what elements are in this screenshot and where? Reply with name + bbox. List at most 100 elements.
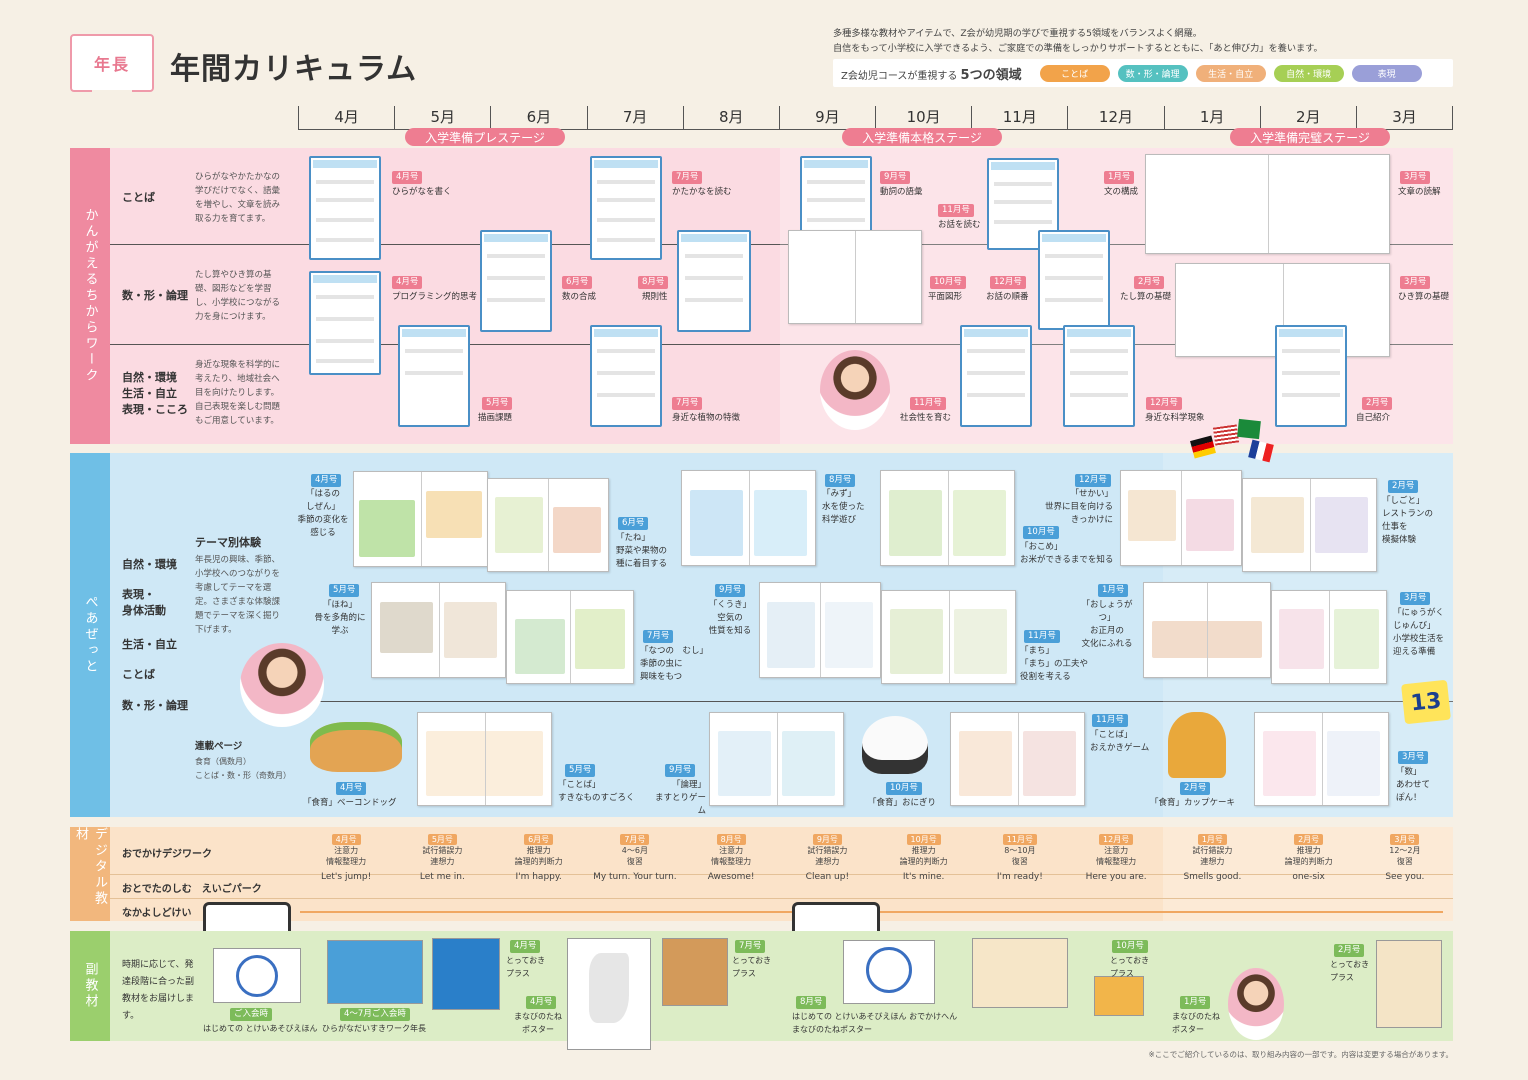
item-tag: 8月号 — [825, 474, 856, 487]
onigiri-photo — [862, 716, 928, 774]
subject-kotoba: ことば — [122, 668, 155, 681]
item-tag: 11月号 — [938, 204, 974, 217]
english-phrase: one-six — [1292, 872, 1325, 882]
subject-math: 数・形・論理 — [122, 699, 188, 712]
english-phrase: Let me in. — [419, 872, 465, 882]
digiwork-skill: 8～10月 復習 — [1004, 846, 1036, 866]
english-phrase: It's mine. — [902, 872, 945, 882]
item-tag: 4月号 — [526, 996, 557, 1009]
digiwork-cell: 5月号試行錯誤力 連想力 — [394, 834, 490, 867]
digiwork-month: 6月号 — [524, 834, 554, 845]
item-caption: お話の順番 — [986, 292, 1029, 302]
peazetto-spread — [709, 712, 844, 806]
digiwork-month: 1月号 — [1197, 834, 1227, 845]
item-caption: 自己紹介 — [1356, 413, 1391, 423]
item-caption: 「数」 あわせて ぽん！ — [1396, 767, 1431, 803]
item-caption: ひらがなだいすきワーク年長 — [322, 1024, 426, 1033]
digiwork-cell: 8月号注意力 情報整理力 — [683, 834, 779, 867]
digiwork-month: 11月号 — [1002, 834, 1037, 845]
item-caption: 「食育」ベーコンドッグ — [303, 798, 397, 808]
digiwork-skill: 注意力 情報整理力 — [1096, 846, 1137, 866]
digiwork-skill: 試行錯誤力 連想力 — [422, 846, 463, 866]
digiwork-month: 10月号 — [906, 834, 941, 845]
item-tag: 2月号 — [1180, 782, 1211, 795]
digiwork-month: 12月号 — [1099, 834, 1134, 845]
peazetto-spread — [681, 470, 816, 566]
bacon-dog-photo — [310, 722, 402, 772]
workbook-page — [677, 230, 751, 332]
flags-icon — [1190, 418, 1276, 470]
item-caption: 「まち」 「まち」の工夫や 役割を考える — [1020, 646, 1089, 682]
five-areas-legend: Z会幼児コースが重視する 5つの領域 ことば 数・形・論理 生活・自立 自然・環… — [833, 59, 1453, 87]
digiwork-month: 8月号 — [716, 834, 746, 845]
item-tag: 7月号 — [672, 397, 703, 410]
item-caption: とっておき プラス — [732, 956, 772, 978]
item-caption: 社会性を育む — [900, 413, 952, 423]
theme-desc: 年長児の興味、季節、小学校へのつながりを考慮してテーマを選定。さまざまな体験課題… — [195, 555, 281, 635]
row-desc-kotoba: ひらがなやかたかなの学びだけでなく、語彙を増やし、文章を読み取る力を育てます。 — [195, 172, 281, 224]
digiwork-cell: 6月号推理力 論理的判断力 — [491, 834, 587, 867]
workbook-page — [1063, 325, 1135, 427]
peazetto-spread — [1254, 712, 1389, 806]
item-tag: 11月号 — [910, 397, 946, 410]
item-tag: 10月号 — [1112, 940, 1148, 953]
item-tag: 7月号 — [672, 171, 703, 184]
child-studying-photo — [820, 350, 890, 430]
digital-row3-title: なかよしどけい — [122, 908, 192, 919]
item-caption: まなびのたね ポスター — [514, 1012, 562, 1034]
workbook-page — [480, 230, 552, 332]
intro-line-2: 自信をもって小学校に入学できるよう、ご家庭での準備をしっかりサポートするとともに… — [833, 43, 1323, 54]
item-caption: 「しごと」 レストランの 仕事を 模擬体験 — [1382, 496, 1434, 545]
digiwork-skill: 推理力 論理的判断力 — [899, 846, 948, 866]
book-image — [1094, 976, 1144, 1016]
digiwork-cell: 9月号試行錯誤力 連想力 — [779, 834, 875, 867]
english-phrase: Awesome! — [707, 872, 755, 882]
workbook-page — [590, 325, 662, 427]
english-phrase: I'm ready! — [996, 872, 1043, 882]
item-caption: 身近な植物の特徴 — [672, 413, 741, 423]
item-tag: 5月号 — [482, 397, 513, 410]
workbook-spread — [788, 230, 922, 324]
item-caption: 「ほね」 骨を多角的に 学ぶ — [314, 600, 366, 636]
workbook-page — [590, 156, 662, 260]
item-caption: 文の構成 — [1104, 187, 1139, 197]
item-tag: 10月号 — [1023, 526, 1059, 539]
peazetto-spread — [487, 478, 609, 572]
digiwork-skill: 推理力 論理的判断力 — [514, 846, 563, 866]
digiwork-skill: 注意力 情報整理力 — [326, 846, 367, 866]
digiwork-cell: 2月号推理力 論理的判断力 — [1261, 834, 1357, 867]
month-jul: 7月 — [586, 106, 683, 129]
book-image — [327, 940, 423, 1004]
peazetto-spread — [417, 712, 552, 806]
footnote: ※ここでご紹介しているのは、取り組み内容の一部です。内容は変更する場合があります… — [1148, 1050, 1453, 1059]
area-chip-nature: 自然・環境 — [1273, 64, 1344, 82]
item-caption: 「おこめ」 お米ができるまでを知る — [1020, 542, 1114, 565]
theme-title: テーマ別体験 — [195, 536, 261, 549]
digiwork-skill: 12～2月 復習 — [1389, 846, 1421, 866]
month-dec: 12月 — [1067, 106, 1163, 129]
book-image — [662, 938, 728, 1006]
item-caption: お話を読む — [938, 220, 981, 230]
item-tag: 1月号 — [1098, 584, 1129, 597]
row-divider — [110, 344, 1453, 345]
book-image — [213, 948, 301, 1003]
item-tag: 3月号 — [1398, 751, 1429, 764]
item-tag: 12月号 — [990, 276, 1026, 289]
item-tag: 9月号 — [715, 584, 746, 597]
item-caption: 「ことば」 おえかきゲーム — [1090, 730, 1150, 753]
peazetto-spread — [1271, 590, 1387, 684]
row-divider — [110, 244, 1453, 245]
digital-row1-title: おでかけデジワーク — [122, 849, 212, 860]
poster-image — [567, 938, 651, 1050]
item-tag: 3月号 — [1400, 592, 1431, 605]
area-chip-life: 生活・自立 — [1195, 64, 1266, 82]
item-tag: 4～7月ご入会時 — [340, 1008, 410, 1021]
item-caption: 「論理」 ますとりゲーム — [654, 780, 706, 816]
item-caption: 数の合成 — [562, 292, 597, 302]
item-tag: 4月号 — [311, 474, 342, 487]
item-tag: 2月号 — [1362, 397, 1393, 410]
item-caption: はじめての とけいあそびえほん おでかけへん まなびのたねポスター — [792, 1012, 958, 1034]
